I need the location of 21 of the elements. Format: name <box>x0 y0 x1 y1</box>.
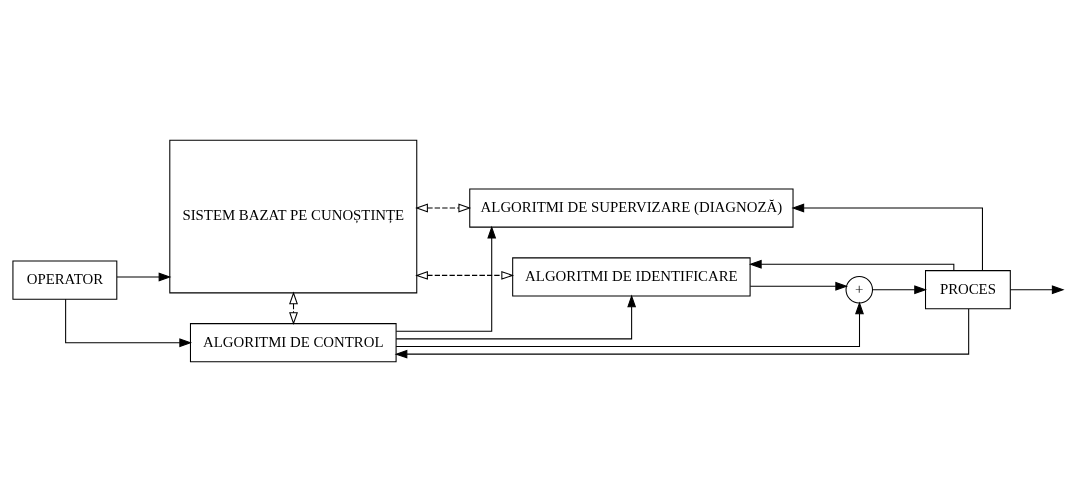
arrow <box>415 270 515 280</box>
arrow <box>289 291 298 325</box>
arrow <box>1009 284 1065 294</box>
arrow <box>65 298 193 347</box>
node-box: PROCES <box>925 269 1011 309</box>
node-box: ALGORITMI DE CONTROL <box>189 322 397 362</box>
arrow <box>395 301 864 347</box>
arrow <box>872 284 927 294</box>
node-box: ALGORITMI DE SUPERVIZARE (DIAGNOZĂ) <box>469 187 794 228</box>
arrow <box>791 203 983 271</box>
node-box: SISTEM BAZAT PE CUNOȘTINȚE <box>169 139 418 293</box>
arrow <box>748 259 955 271</box>
node-box: ALGORITMI DE IDENTIFICARE <box>512 256 751 297</box>
node-circle: + <box>845 275 874 303</box>
arrow <box>394 308 970 359</box>
arrow <box>749 281 849 291</box>
arrow <box>415 203 472 213</box>
node-box: OPERATOR <box>12 260 118 300</box>
arrow <box>116 272 172 281</box>
arrow <box>395 294 637 339</box>
arrow <box>395 225 497 332</box>
